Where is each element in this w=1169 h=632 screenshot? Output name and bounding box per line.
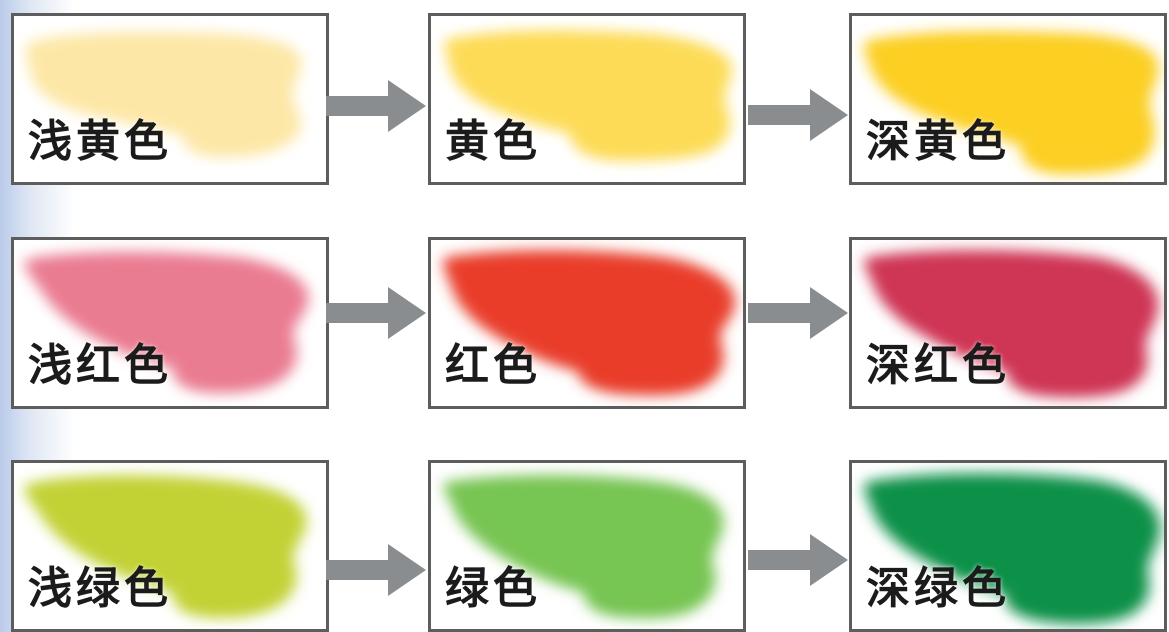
swatch-light-yellow: 浅黄色 [11, 13, 329, 185]
right-arrow-icon [748, 283, 850, 343]
swatch-light-red: 浅红色 [11, 237, 329, 409]
paint-stroke-icon [443, 250, 736, 396]
paint-stroke-icon [445, 30, 732, 161]
right-arrow-icon [326, 283, 428, 343]
swatch-label: 红色 [445, 340, 541, 391]
swatch-label: 浅绿色 [28, 563, 172, 614]
paint-stroke-icon [443, 475, 724, 619]
swatch-dark-red: 深红色 [849, 237, 1167, 409]
swatch-dark-yellow: 深黄色 [849, 13, 1167, 185]
paint-stroke-icon [864, 473, 1161, 624]
swatch-red: 红色 [428, 237, 746, 409]
right-arrow-icon [326, 76, 428, 136]
swatch-label: 绿色 [445, 563, 541, 614]
right-arrow-icon [748, 85, 850, 145]
paint-stroke-icon [24, 475, 307, 619]
swatch-label: 浅黄色 [28, 116, 172, 167]
swatch-label: 黄色 [445, 116, 541, 167]
right-arrow-icon [326, 540, 428, 600]
paint-stroke-icon [26, 32, 302, 158]
swatch-label: 浅红色 [28, 340, 172, 391]
paint-stroke-icon [864, 250, 1159, 398]
right-arrow-icon [748, 530, 850, 590]
swatch-label: 深黄色 [866, 116, 1010, 167]
swatch-green: 绿色 [428, 460, 746, 632]
swatch-light-green: 浅绿色 [11, 460, 329, 632]
swatch-label: 深绿色 [866, 563, 1010, 614]
swatch-yellow: 黄色 [428, 13, 746, 185]
paint-stroke-icon [864, 31, 1159, 175]
paint-stroke-icon [24, 251, 309, 394]
swatch-label: 深红色 [866, 340, 1010, 391]
swatch-dark-green: 深绿色 [849, 460, 1167, 632]
